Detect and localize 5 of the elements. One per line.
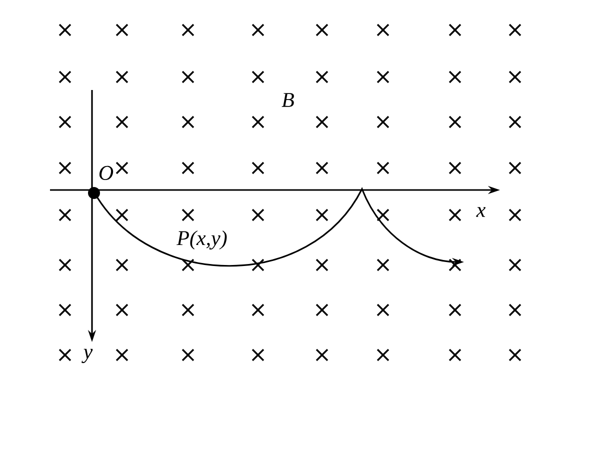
point-label: P(x,y): [176, 230, 227, 250]
axis-label: y: [82, 348, 93, 364]
axis-label: x: [476, 207, 486, 217]
field-label: B: [282, 93, 294, 107]
origin-label: O: [99, 166, 114, 180]
